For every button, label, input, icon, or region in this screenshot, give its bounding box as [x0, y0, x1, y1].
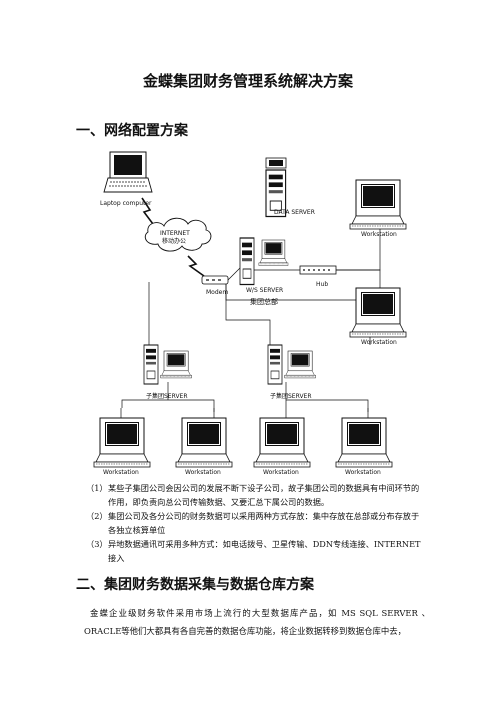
workstation-label: Workstation [361, 231, 397, 238]
note-text: 异地数据通讯可采用多种方式：如电话拨号、卫星传输、DDN专线连接、INTERNE… [108, 539, 421, 563]
cloud-label-mobile: 移动办公 [162, 237, 186, 245]
section-heading-data-warehouse: 二、集团财务数据采集与数据仓库方案 [76, 577, 314, 593]
workstation-icon [349, 287, 407, 338]
ws-server-icon [239, 237, 289, 286]
body-paragraph: 金蝶企业级财务软件采用市场上流行的大型数据库产品，如 MS SQL SERVER… [84, 608, 430, 636]
branch-server-label: 子集团SERVER [270, 392, 312, 400]
workstation-label: Workstation [361, 339, 397, 346]
wireless-link-icon [187, 255, 205, 277]
note-text: 集团公司及各分公司的财务数据可以采用两种方式存放：集中存放在总部或分布存放于各独… [108, 511, 420, 535]
note-item: （2） 集团公司及各分公司的财务数据可以采用两种方式存放：集中存放在总部或分布存… [86, 509, 426, 537]
notes-list: （1） 某些子集团公司会因公司的发展不断下设子公司，故子集团公司的数据具有中间环… [86, 481, 426, 565]
data-server-icon [265, 157, 287, 218]
modem-label: Modem [206, 289, 228, 296]
note-number: （2） [86, 511, 108, 521]
note-text: 某些子集团公司会因公司的发展不断下设子公司，故子集团公司的数据具有中间环节的作用… [108, 483, 420, 507]
modem-icon [201, 275, 229, 285]
internet-cloud-icon [144, 217, 212, 252]
branch-server-icon [143, 344, 192, 385]
laptop-label: Laptop computer [100, 200, 152, 207]
hq-label: 集团总部 [250, 297, 278, 306]
page-title: 金蝶集团财务管理系统解决方案 [142, 72, 353, 90]
workstation-label: Workstation [345, 469, 381, 476]
branch-server-label: 子集团SERVER [146, 392, 188, 400]
workstation-icon [175, 417, 233, 468]
data-server-label: DATA SERVER [274, 209, 315, 216]
workstation-label: Workstation [263, 469, 299, 476]
network-diagram: Laptop computer INTERNET 移动办公 DATA SERVE… [93, 151, 407, 476]
ws-server-label: W/S SERVER [246, 287, 283, 294]
workstation-icon [335, 417, 393, 468]
workstation-icon [93, 417, 151, 468]
hub-icon [299, 265, 337, 275]
cloud-label-internet: INTERNET [160, 230, 190, 237]
note-item: （1） 某些子集团公司会因公司的发展不断下设子公司，故子集团公司的数据具有中间环… [86, 481, 426, 509]
note-item: （3） 异地数据通讯可采用多种方式：如电话拨号、卫星传输、DDN专线连接、INT… [86, 537, 426, 565]
note-number: （1） [86, 483, 108, 493]
workstation-icon [349, 179, 407, 230]
branch-server-icon [267, 344, 316, 385]
laptop-icon [103, 151, 153, 193]
note-number: （3） [86, 539, 108, 549]
hub-label: Hub [316, 281, 328, 288]
workstation-icon [253, 417, 311, 468]
workstation-label: Workstation [185, 469, 221, 476]
workstation-label: Workstation [103, 469, 139, 476]
wireless-link-icon [141, 197, 157, 229]
section-heading-network: 一、网络配置方案 [76, 123, 188, 139]
